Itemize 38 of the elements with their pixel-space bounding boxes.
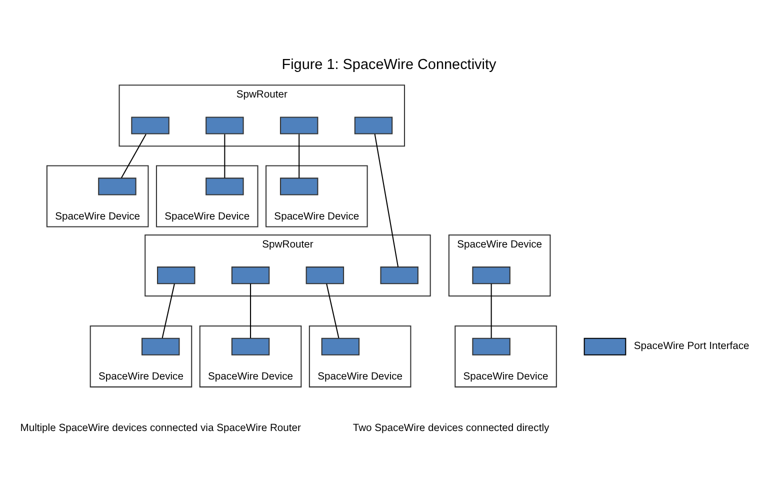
connector bbox=[298, 134, 300, 178]
node-box bbox=[472, 337, 510, 355]
node-box bbox=[130, 116, 169, 134]
cluster: SpaceWire Device bbox=[308, 324, 411, 387]
node-box bbox=[305, 266, 344, 284]
node-box bbox=[320, 337, 360, 355]
node-box bbox=[98, 177, 136, 195]
node-box bbox=[205, 116, 244, 134]
node-box bbox=[380, 266, 418, 284]
cluster: SpaceWire Device bbox=[454, 324, 556, 387]
connector bbox=[161, 283, 174, 338]
node-box bbox=[279, 177, 318, 195]
cluster: SpaceWire Device bbox=[155, 164, 258, 227]
label: Multiple SpaceWire devices connected via SpaceWire Router bbox=[20, 422, 300, 434]
connector bbox=[490, 283, 492, 338]
cluster: SpaceWire Device bbox=[265, 164, 368, 227]
legend-label: SpaceWire Port Interface bbox=[633, 340, 749, 352]
connector bbox=[326, 283, 339, 338]
cluster: SpwRouter bbox=[118, 84, 405, 146]
connector bbox=[120, 133, 146, 178]
node-box bbox=[230, 266, 270, 284]
cluster: SpaceWire Device bbox=[198, 324, 302, 387]
connector bbox=[250, 283, 251, 338]
diagram-title: Figure 1: SpaceWire Connectivity bbox=[281, 56, 496, 72]
cluster: SpaceWire Device bbox=[448, 234, 550, 296]
node-box bbox=[354, 116, 392, 134]
connector bbox=[374, 133, 398, 267]
node-box bbox=[205, 177, 244, 195]
node-box bbox=[472, 266, 510, 284]
node-box bbox=[230, 337, 270, 355]
connector bbox=[224, 134, 225, 178]
node-box bbox=[279, 116, 318, 134]
cluster: SpaceWire Device bbox=[46, 164, 148, 227]
node-box bbox=[141, 337, 180, 355]
node-box bbox=[156, 266, 195, 284]
cluster: SpwRouter bbox=[144, 234, 430, 296]
cluster: SpaceWire Device bbox=[89, 324, 192, 387]
label: Two SpaceWire devices connected directly bbox=[352, 422, 549, 434]
